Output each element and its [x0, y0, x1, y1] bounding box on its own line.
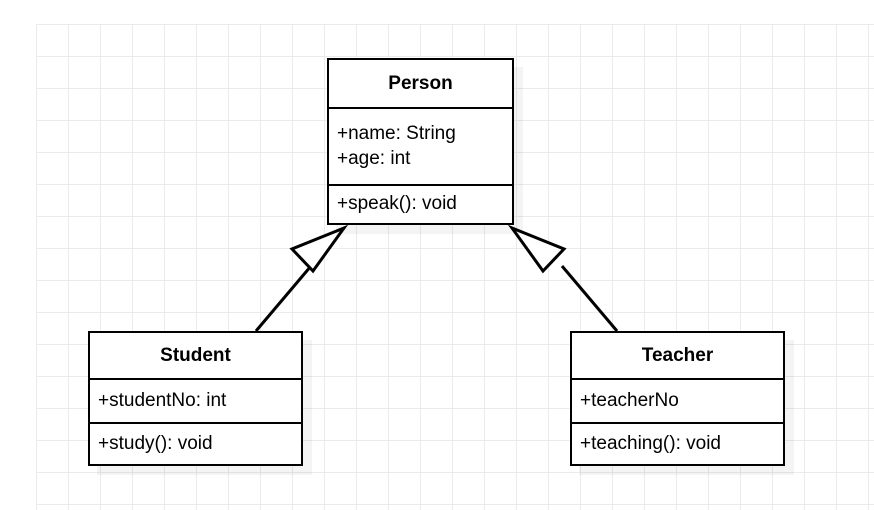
attributes-compartment-teacher: +teacherNo: [572, 378, 783, 422]
attributes-compartment-person: +name: String +age: int: [329, 107, 512, 184]
operations-compartment-teacher: +teaching(): void: [572, 422, 783, 464]
generalization-teacher-to-person[interactable]: [507, 224, 619, 332]
uml-class-teacher[interactable]: Teacher +teacherNo +teaching(): void: [570, 331, 785, 466]
attributes-compartment-student: +studentNo: int: [90, 378, 301, 422]
uml-class-student[interactable]: Student +studentNo: int +study(): void: [88, 331, 303, 466]
generalization-line-teacher: [560, 265, 619, 332]
uml-class-person[interactable]: Person +name: String +age: int +speak():…: [327, 58, 514, 225]
class-name-teacher: Teacher: [641, 344, 714, 366]
operation-item: +teaching(): void: [580, 432, 721, 454]
operation-item: +speak(): void: [337, 193, 457, 215]
attribute-item: +name: String: [337, 123, 456, 145]
generalization-student-to-person[interactable]: [254, 224, 349, 332]
hollow-triangle-arrowhead-student: [289, 224, 349, 274]
operations-compartment-person: +speak(): void: [329, 184, 512, 223]
attribute-item: +age: int: [337, 147, 411, 169]
class-name-person: Person: [388, 72, 453, 94]
operations-compartment-student: +study(): void: [90, 422, 301, 464]
operation-item: +study(): void: [98, 432, 213, 454]
hollow-triangle-arrowhead-teacher: [507, 224, 567, 274]
attribute-item: +studentNo: int: [98, 389, 227, 411]
class-name-student: Student: [160, 344, 231, 366]
generalization-line-student: [254, 265, 313, 332]
attribute-item: +teacherNo: [580, 389, 679, 411]
